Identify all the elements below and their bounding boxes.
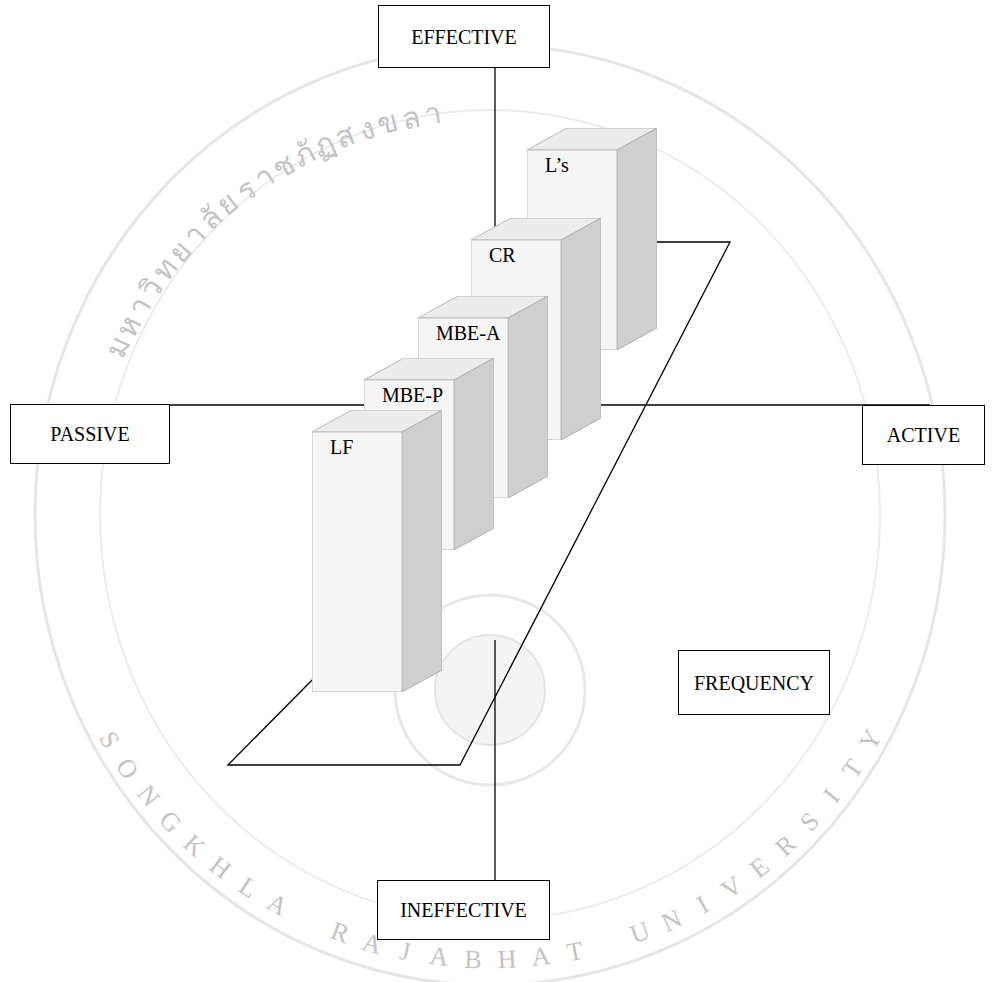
- watermark-char: S: [94, 727, 124, 753]
- block-face: [402, 410, 442, 692]
- watermark-char: N: [132, 781, 164, 812]
- watermark-char: V: [717, 872, 747, 904]
- block-label: CR: [489, 244, 516, 266]
- block-face: [561, 218, 601, 440]
- watermark-char: S: [796, 808, 825, 836]
- watermark-char: I: [820, 785, 846, 808]
- watermark-ring: [35, 45, 945, 982]
- watermark-char: T: [564, 937, 585, 966]
- watermark-char: J: [398, 938, 413, 965]
- axis-line: [494, 68, 495, 238]
- block-face: [454, 358, 494, 550]
- axis-line: [494, 640, 495, 880]
- watermark-char: A: [359, 929, 384, 959]
- block-label: LF: [330, 436, 353, 458]
- watermark-ring: [100, 110, 880, 920]
- watermark-char: N: [658, 905, 686, 936]
- watermark-char: Y: [855, 725, 887, 754]
- watermark-char: H: [205, 852, 236, 884]
- watermark-char: L: [234, 872, 262, 902]
- watermark-char: I: [692, 892, 712, 919]
- axis-label: FREQUENCY: [694, 672, 814, 694]
- axis-label: INEFFECTIVE: [400, 899, 527, 921]
- axis-label-box: EFFECTIVE: [378, 5, 550, 68]
- axis-label-box: ACTIVE: [862, 405, 985, 465]
- watermark-char: า: [422, 98, 443, 130]
- block-face: [312, 432, 402, 692]
- watermark-char: B: [464, 946, 482, 973]
- axis-label: EFFECTIVE: [411, 26, 517, 48]
- axis-label-box: PASSIVE: [10, 404, 170, 464]
- watermark-char: K: [179, 830, 210, 862]
- block-label: MBE-P: [382, 384, 443, 406]
- watermark-char: E: [745, 853, 773, 883]
- watermark-char: G: [154, 806, 186, 838]
- block-face: [617, 128, 657, 350]
- axis-label-box: INEFFECTIVE: [377, 880, 550, 940]
- block-label: MBE-A: [436, 322, 500, 344]
- watermark-char: R: [771, 830, 801, 861]
- watermark-char: A: [263, 889, 292, 921]
- watermark-char: ล: [399, 101, 422, 134]
- watermark-char: A: [530, 943, 552, 971]
- block-label: L’s: [545, 154, 569, 176]
- watermark-char: A: [428, 943, 450, 971]
- axis-label: PASSIVE: [50, 423, 129, 445]
- axis-label-box: FREQUENCY: [678, 650, 830, 715]
- leadership-block: LF: [312, 410, 442, 692]
- axis-label: ACTIVE: [887, 424, 960, 446]
- watermark-char: O: [111, 754, 143, 784]
- watermark-char: H: [497, 946, 517, 973]
- watermark-char: R: [327, 918, 352, 948]
- watermark-char: U: [627, 918, 654, 949]
- watermark-char: T: [838, 755, 868, 783]
- watermark-char: ข: [375, 106, 403, 140]
- block-face: [508, 296, 548, 498]
- watermark-emblem: [435, 635, 545, 745]
